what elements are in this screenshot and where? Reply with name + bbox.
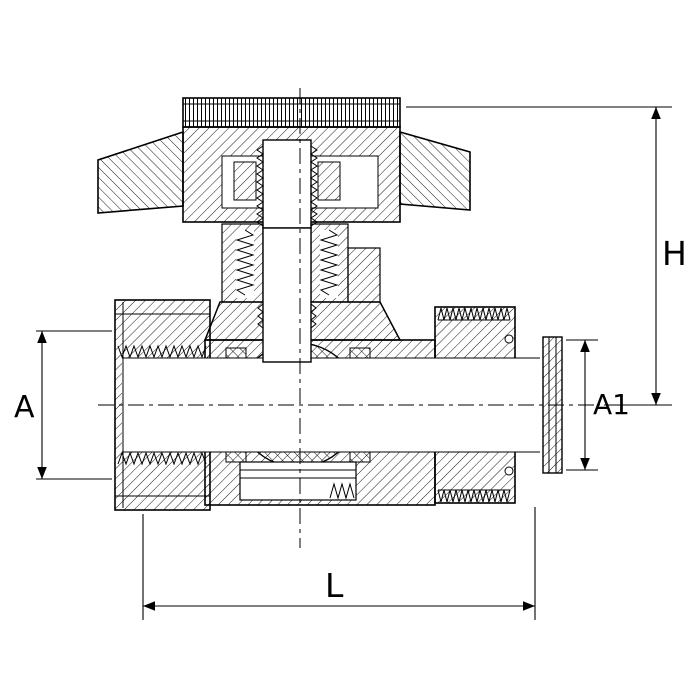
retainer-thread — [329, 482, 355, 500]
stem-thread-right — [310, 145, 318, 227]
stem-lower-shaft — [262, 227, 312, 363]
stem-lower-thread-right — [310, 303, 317, 329]
stem-square-left — [233, 161, 257, 201]
packing-gland — [221, 223, 381, 303]
packing-spring-left — [235, 229, 255, 296]
dimension-l: L — [142, 507, 536, 620]
stem-upper — [262, 139, 312, 229]
handle-cap — [182, 97, 401, 128]
gland-step-right — [347, 247, 381, 303]
stem-thread-left — [256, 145, 264, 227]
oring-top — [504, 334, 514, 344]
packing-spring-right — [319, 229, 339, 296]
nut-thread-top — [117, 344, 207, 359]
dim-label-a: A — [14, 390, 35, 425]
handle — [97, 97, 471, 229]
oring-bottom — [504, 466, 514, 476]
stem-square-right — [317, 161, 341, 201]
dim-label-h: H — [662, 234, 687, 273]
handle-right-wing — [399, 130, 471, 211]
handle-left-wing — [97, 130, 184, 214]
dimension-a: A — [14, 330, 112, 480]
stem-lower-thread-left — [257, 303, 264, 329]
dimension-h: H — [406, 106, 687, 406]
nut-thread-bottom — [117, 451, 207, 466]
dim-label-l: L — [325, 566, 344, 605]
stem-lower — [257, 227, 317, 363]
